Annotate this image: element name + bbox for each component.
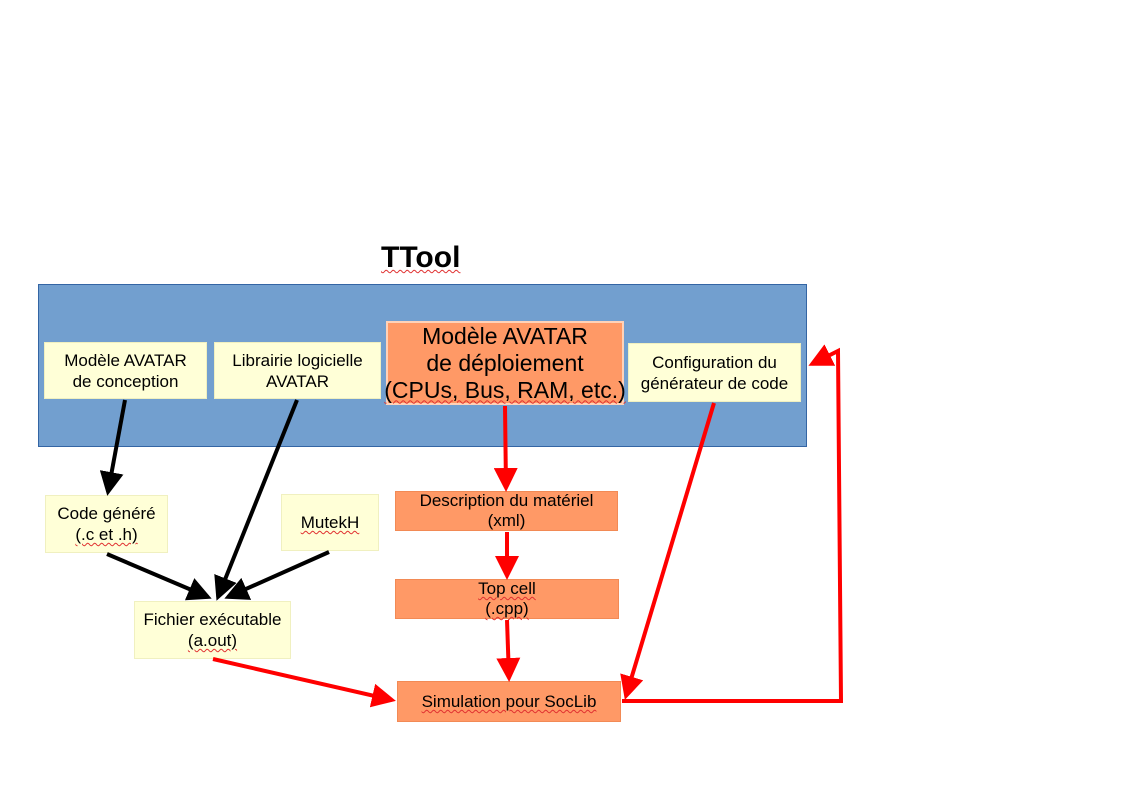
arrow-configuration-to-simulation xyxy=(620,402,716,700)
arrow-deploiement-to-description xyxy=(493,405,518,492)
box-librairie-logicielle-line1: Librairie logicielle xyxy=(232,350,363,370)
box-configuration-generateur-line2: générateur de code xyxy=(640,373,789,393)
box-code-genere-line1: Code généré xyxy=(57,504,156,523)
box-modele-deploiement-line3: (CPUs, Bus, RAM, etc.) xyxy=(384,376,626,403)
box-fichier-executable-line1: Fichier exécutable xyxy=(143,610,282,629)
arrow-librairie-to-fichier xyxy=(214,399,299,601)
arrow-conception-to-code xyxy=(99,399,127,496)
box-configuration-generateur: Configuration du générateur de code xyxy=(628,343,801,402)
box-top-cell: Top cell (.cpp) xyxy=(395,579,619,619)
box-fichier-executable: Fichier exécutable (a.out) xyxy=(134,601,291,659)
box-modele-deploiement: Modèle AVATAR de déploiement (CPUs, Bus,… xyxy=(384,321,626,405)
box-fichier-executable-line2: (a.out) xyxy=(187,631,238,650)
box-modele-conception: Modèle AVATAR de conception xyxy=(44,342,207,399)
box-modele-deploiement-line1: Modèle AVATAR xyxy=(422,322,588,349)
box-top-cell-line2: (.cpp) xyxy=(485,599,529,618)
box-simulation-soclib-line1: Simulation pour SocLib xyxy=(421,692,597,711)
arrow-topcell-to-simulation xyxy=(496,619,521,682)
box-code-genere-line2: (.c et .h) xyxy=(75,525,138,544)
box-modele-conception-line1: Modèle AVATAR xyxy=(64,350,187,370)
box-mutekh: MutekH xyxy=(281,494,379,551)
box-librairie-logicielle-line2: AVATAR xyxy=(266,371,329,391)
box-modele-conception-line2: de conception xyxy=(72,371,179,391)
diagram-title: TTool xyxy=(381,241,461,274)
box-configuration-generateur-line1: Configuration du xyxy=(652,352,777,372)
arrow-mutekh-to-fichier xyxy=(224,550,330,600)
box-description-materiel-line1: Description du matériel xyxy=(419,491,594,510)
box-top-cell-line1: Top cell xyxy=(478,579,536,598)
box-description-materiel-line2: (xml) xyxy=(487,511,526,530)
box-modele-deploiement-line2: de déploiement xyxy=(426,349,584,376)
arrow-simulation-loop-to-configuration xyxy=(622,344,844,703)
arrow-code-to-fichier xyxy=(106,552,212,601)
arrow-fichier-to-simulation xyxy=(212,657,396,708)
box-mutekh-line1: MutekH xyxy=(300,513,360,532)
box-librairie-logicielle: Librairie logicielle AVATAR xyxy=(214,342,381,399)
